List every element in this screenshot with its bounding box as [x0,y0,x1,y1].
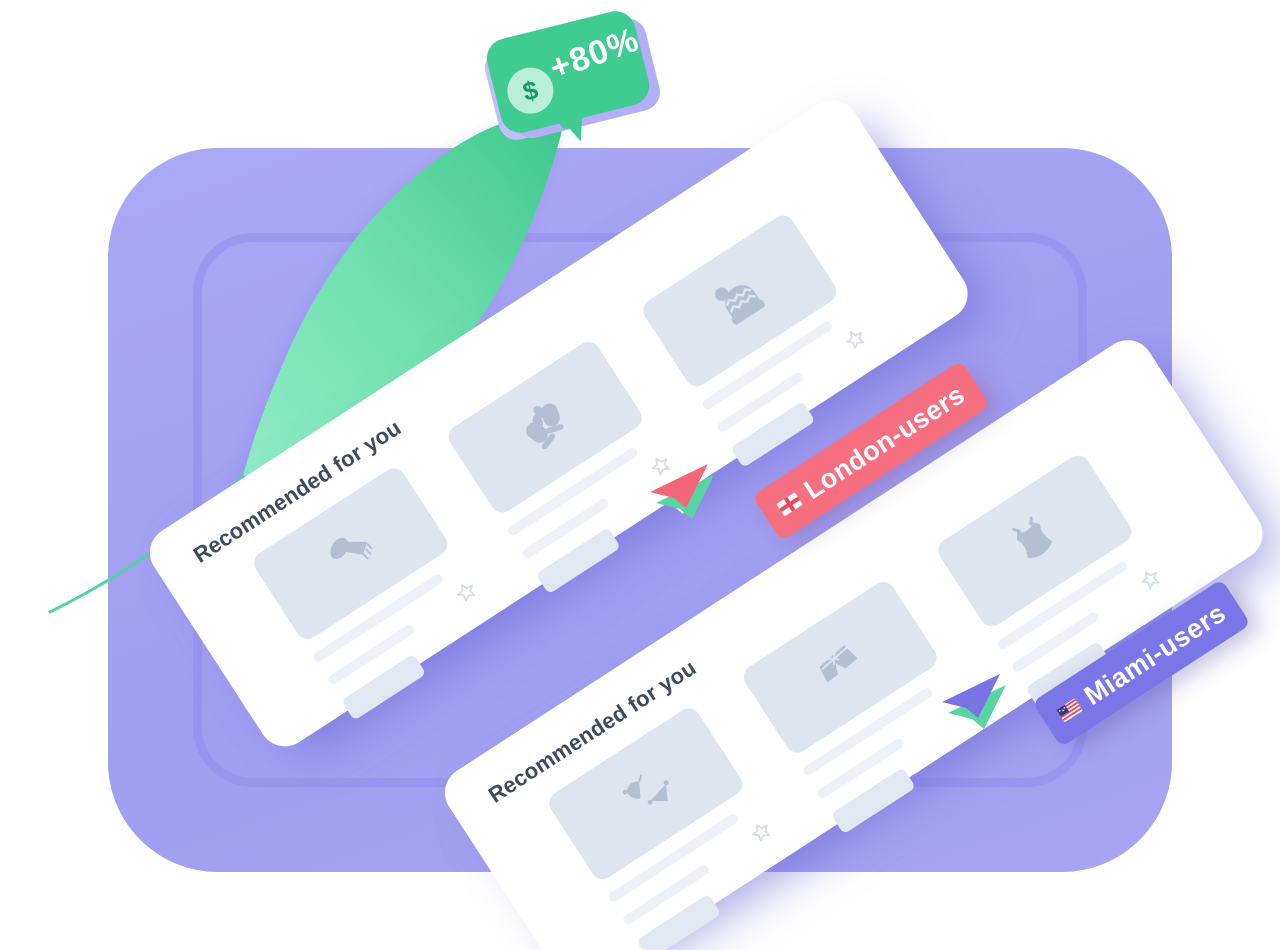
product-image-placeholder [544,703,747,884]
dollar-icon: $ [502,62,559,119]
star-icon[interactable] [839,323,872,356]
usa-flag-icon [1056,698,1083,722]
recommendation-card-london: Recommended for you [140,90,978,757]
product-row [249,211,891,721]
cursor-arrow-london [650,464,714,519]
scarf-icon [330,537,373,560]
product-tile[interactable] [444,337,696,595]
product-tile[interactable] [249,463,502,721]
product-image-placeholder [933,451,1136,631]
swim-shorts-icon [819,645,858,683]
england-flag-icon [776,492,803,516]
stem-node-dot [560,116,573,129]
segment-badge-miami[interactable]: Miami-users [1032,578,1251,748]
product-row [544,451,1186,950]
beanie-icon [714,285,765,325]
cursor-arrow-miami [942,674,1006,729]
bikini-icon [622,774,669,805]
product-tile[interactable] [544,703,797,950]
star-icon[interactable] [745,816,778,849]
star-icon[interactable] [1134,563,1167,596]
product-image-placeholder [739,577,942,758]
star-icon[interactable] [645,450,678,483]
recommendation-card-miami: Recommended for you [435,330,1273,950]
growth-value: +80% [544,20,645,88]
star-icon[interactable] [450,576,483,609]
product-image-placeholder [249,463,452,644]
mittens-icon [526,403,564,450]
segment-badge-london[interactable]: London-users [752,360,991,542]
leaf-shape [243,113,566,476]
product-tile[interactable] [933,451,1186,708]
product-image-placeholder [638,211,841,391]
tank-top-icon [1012,516,1053,559]
product-image-placeholder [444,337,647,518]
product-tile[interactable] [638,211,891,468]
